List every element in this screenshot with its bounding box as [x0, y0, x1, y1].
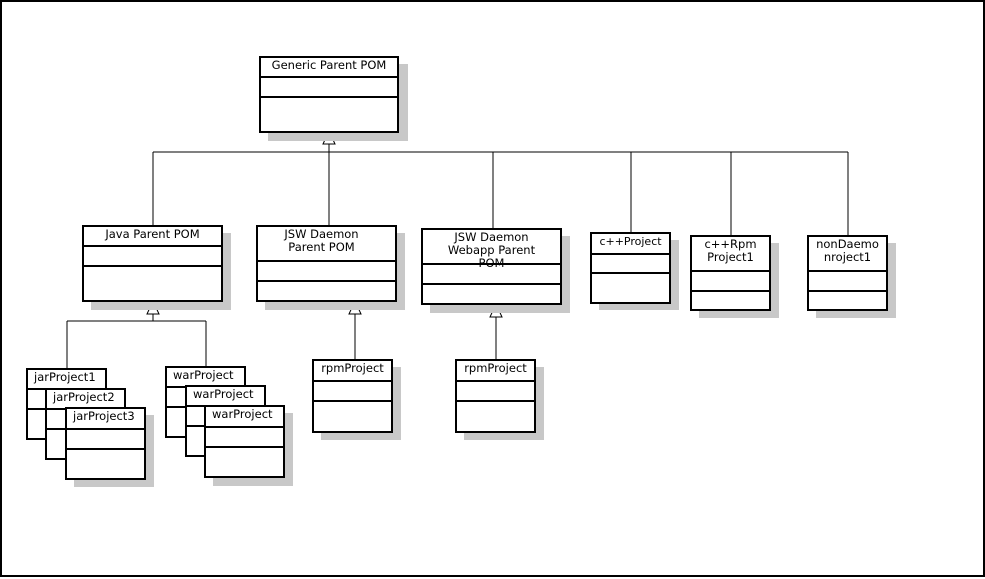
compartment-divider [423, 283, 560, 285]
compartment-divider [592, 253, 669, 255]
class-box-generic-parent-pom[interactable]: Generic Parent POM [259, 56, 399, 133]
class-box-jar-project3[interactable]: jarProject3 [65, 407, 146, 480]
class-name: warProject [212, 407, 273, 421]
class-name: warProject [173, 368, 234, 382]
compartment-divider [84, 245, 221, 247]
compartment-divider [206, 446, 283, 448]
class-name: c++RpmProject1 [704, 237, 757, 264]
compartment-divider [67, 448, 144, 450]
compartment-divider [457, 380, 534, 382]
class-name: jarProject1 [34, 370, 96, 384]
class-box-war-project[interactable]: warProject [204, 405, 285, 478]
compartment-divider [692, 270, 769, 272]
class-name: JSW Daemon Webapp Parent POM [447, 230, 536, 270]
class-name: Generic Parent POM [271, 58, 387, 72]
compartment-divider [206, 426, 283, 428]
class-name: nonDaemonroject1 [816, 237, 879, 264]
compartment-divider [592, 272, 669, 274]
class-name: rpmProject [321, 361, 384, 375]
class-box-java-parent-pom[interactable]: Java Parent POM [82, 225, 223, 302]
compartment-divider [84, 265, 221, 267]
compartment-divider [809, 270, 886, 272]
compartment-divider [314, 380, 391, 382]
class-box-rpm-project[interactable]: rpmProject [455, 359, 536, 433]
compartment-divider [67, 428, 144, 430]
class-name: Java Parent POM [105, 227, 200, 241]
compartment-divider [258, 280, 395, 282]
class-box-jsw-daemon-webapp-parent-pom[interactable]: JSW Daemon Webapp Parent POM [421, 228, 562, 305]
class-name: rpmProject [464, 361, 527, 375]
class-name: warProject [193, 387, 254, 401]
class-name: c++Project [599, 235, 662, 248]
compartment-divider [809, 290, 886, 292]
class-name: JSW Daemon Parent POM [284, 227, 359, 254]
class-box-cpp-project[interactable]: c++Project [590, 232, 671, 304]
class-box-non-daemon-project1[interactable]: nonDaemonroject1 [807, 235, 888, 311]
compartment-divider [261, 96, 397, 98]
class-name: jarProject3 [73, 409, 135, 423]
class-box-rpm-project[interactable]: rpmProject [312, 359, 393, 433]
compartment-divider [261, 76, 397, 78]
compartment-divider [258, 260, 395, 262]
class-box-jsw-daemon-parent-pom[interactable]: JSW Daemon Parent POM [256, 225, 397, 302]
class-name: jarProject2 [53, 390, 115, 404]
class-box-cpp-rpm-project1[interactable]: c++RpmProject1 [690, 235, 771, 311]
compartment-divider [314, 400, 391, 402]
compartment-divider [457, 400, 534, 402]
compartment-divider [692, 290, 769, 292]
compartment-divider [423, 263, 560, 265]
